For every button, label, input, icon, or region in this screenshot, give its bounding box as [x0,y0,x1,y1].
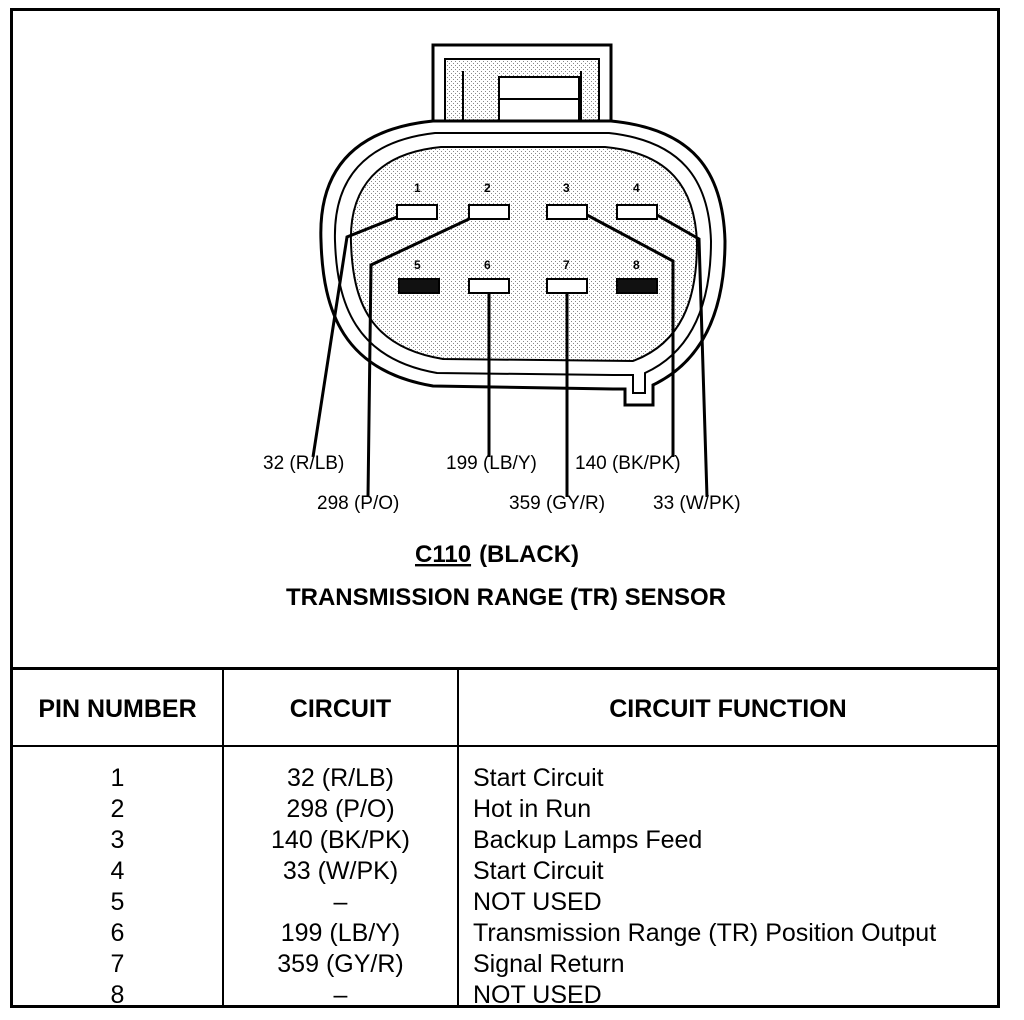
table-cell-pin: 3 [110,826,125,854]
header-pin-number: PIN NUMBER [38,695,197,723]
diagram-frame: 1 2 3 4 5 6 7 8 32 (R/LB) 298 (P/O) 199 … [10,8,1000,1009]
table-cell-circuit: 32 (R/LB) [287,764,394,792]
table-header-rule [13,745,997,747]
pin-number-label: 2 [484,181,491,195]
table-column-divider [457,669,459,1005]
table-cell-pin: 5 [110,888,125,916]
wire-label-group: 32 (R/LB) 298 (P/O) 199 (LB/Y) 359 (GY/R… [263,453,741,514]
table-cell-function: Backup Lamps Feed [473,826,703,854]
table-cell-pin: 1 [110,764,125,792]
wire-pin-2 [366,217,470,498]
table-cell-function: Start Circuit [473,857,604,885]
latch-window [498,98,580,122]
circuit-column: 32 (R/LB) 298 (P/O) 140 (BK/PK) 33 (W/PK) – 1… [224,763,457,1011]
pin-4 [616,204,658,220]
pin-1 [396,204,438,220]
table-cell-circuit: 359 (GY/R) [277,950,404,978]
pin-number-column: 1 2 3 4 5 6 7 8 [13,763,222,1011]
table-cell-function: Signal Return [473,950,625,978]
table-cell-circuit: – [333,981,348,1009]
table-column-divider [222,669,224,1005]
table-cell-function: Hot in Run [473,795,592,823]
header-circuit: CIRCUIT [289,695,392,723]
pin-5 [398,278,440,294]
table-cell-function: Transmission Range (TR) Position Output [473,919,937,947]
latch-window [498,76,580,100]
table-cell-function: NOT USED [473,888,602,916]
wire-label-pin-7: 359 (GY/R) [509,493,605,514]
pin-number-label: 8 [633,258,640,272]
table-cell-pin: 4 [110,857,125,885]
wire-label-pin-3: 140 (BK/PK) [575,453,681,474]
connector-color: (BLACK) [479,541,579,568]
connector-title: C110 (BLACK) TRANSMISSION RANGE (TR) SENS… [286,541,726,611]
table-cell-pin: 2 [110,795,125,823]
table-top-rule [13,667,997,670]
pin-number-label: 6 [484,258,491,272]
table-cell-circuit: 298 (P/O) [286,795,395,823]
table-cell-pin: 8 [110,981,125,1009]
pin-3 [546,204,588,220]
pin-number-label: 1 [414,181,421,195]
table-cell-circuit: 199 (LB/Y) [280,919,401,947]
pin-2 [468,204,510,220]
pin-number-label: 5 [414,258,421,272]
wire-label-pin-2: 298 (P/O) [317,493,399,514]
wire-pin-1 [311,215,398,458]
connector-body [319,43,727,407]
pin-number-label: 4 [633,181,640,195]
wire-pin-4 [656,213,709,498]
table-cell-circuit: 140 (BK/PK) [271,826,410,854]
header-circuit-function: CIRCUIT FUNCTION [609,695,847,723]
connector-code: C110 [415,541,471,568]
table-cell-function: Start Circuit [473,764,604,792]
wire-label-pin-1: 32 (R/LB) [263,453,344,474]
wire-label-pin-4: 33 (W/PK) [653,493,741,514]
table-cell-function: NOT USED [473,981,602,1009]
pin-number-label: 7 [563,258,570,272]
table-cell-pin: 6 [110,919,125,947]
wire-group [311,213,709,498]
connector-name: TRANSMISSION RANGE (TR) SENSOR [286,584,726,611]
pin-7 [546,278,588,294]
pin-number-label: 3 [563,181,570,195]
connector-diagram: 1 2 3 4 5 6 7 8 32 (R/LB) 298 (P/O) 199 … [263,43,741,611]
wire-label-pin-6: 199 (LB/Y) [446,453,537,474]
pin-8 [616,278,658,294]
svg-text:C110(BLACK): C110 (BLACK) [415,541,579,568]
table-cell-circuit: – [333,888,348,916]
pin-table: PIN NUMBER CIRCUIT CIRCUIT FUNCTION 1 2 3 4… [13,667,997,1009]
wire-pin-3 [586,213,675,457]
table-cell-pin: 7 [110,950,125,978]
table-cell-circuit: 33 (W/PK) [282,857,399,885]
pin-6 [468,278,510,294]
